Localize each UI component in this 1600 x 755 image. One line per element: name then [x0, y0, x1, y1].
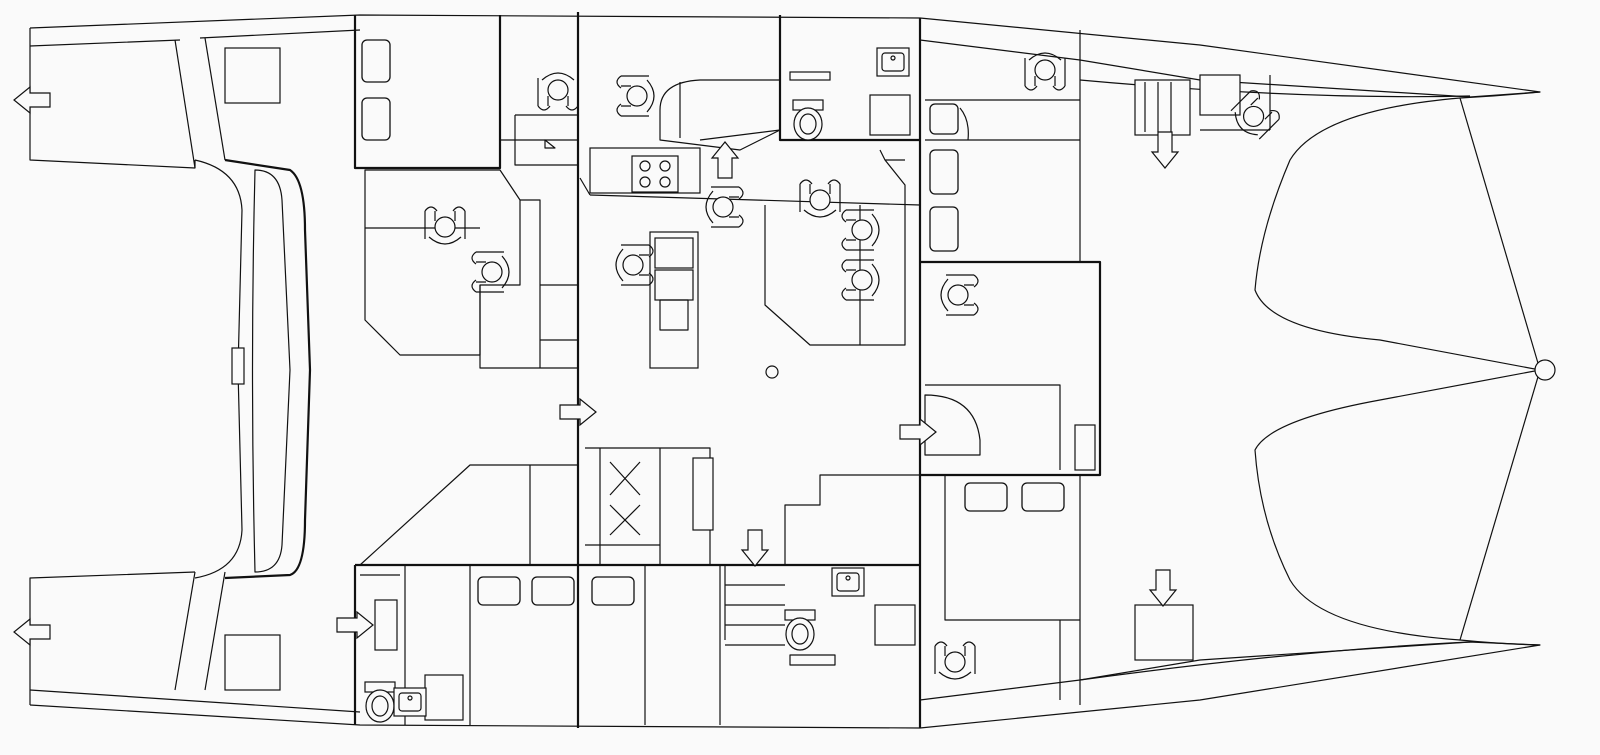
- walls: [224, 12, 1271, 728]
- cushions: [361, 39, 1065, 606]
- stove-icon: [631, 155, 679, 193]
